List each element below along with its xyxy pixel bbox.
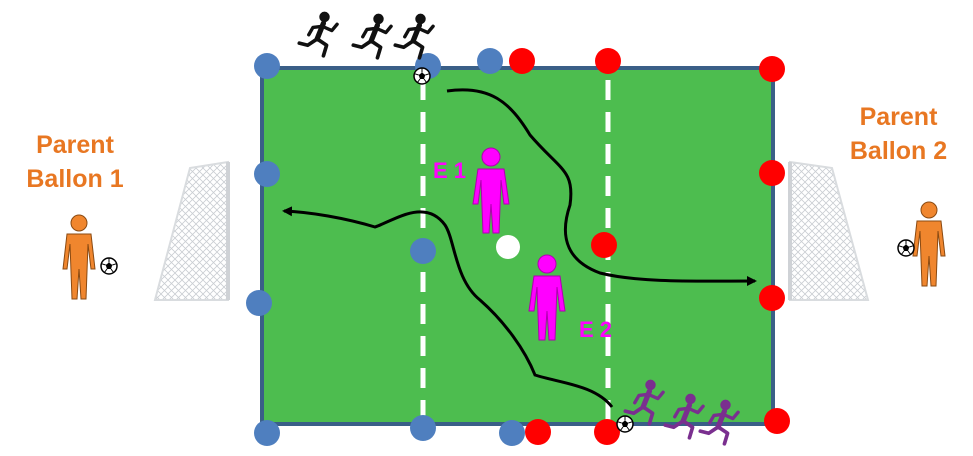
cone-blue bbox=[254, 53, 280, 79]
person-icon-head bbox=[921, 202, 937, 218]
cone-blue bbox=[410, 415, 436, 441]
cone-blue bbox=[410, 238, 436, 264]
soccer-ball-icon bbox=[414, 68, 430, 84]
soccer-ball-icon bbox=[101, 258, 117, 274]
person-icon-head bbox=[538, 255, 556, 273]
coach-e2-label: E 2 bbox=[579, 317, 612, 342]
cone-red bbox=[594, 419, 620, 445]
goal-left-icon bbox=[155, 162, 228, 300]
cone-red bbox=[595, 48, 621, 74]
parent-label-line2: Ballon 1 bbox=[0, 162, 150, 196]
cone-red bbox=[759, 160, 785, 186]
cone-red bbox=[525, 419, 551, 445]
running-person-icon bbox=[395, 14, 433, 58]
cone-blue bbox=[246, 290, 272, 316]
parent-ballon-1-label: Parent Ballon 1 bbox=[0, 128, 150, 196]
cone-blue bbox=[499, 420, 525, 446]
center-spot bbox=[496, 235, 520, 259]
cone-red bbox=[759, 285, 785, 311]
cone-red bbox=[509, 48, 535, 74]
cone-blue bbox=[477, 48, 503, 74]
soccer-ball-icon bbox=[898, 240, 914, 256]
person-icon bbox=[63, 234, 95, 299]
parent-label-line2: Ballon 2 bbox=[824, 134, 973, 168]
soccer-ball-icon bbox=[617, 416, 633, 432]
cone-red bbox=[764, 408, 790, 434]
person-icon-head bbox=[71, 215, 87, 231]
cone-red bbox=[591, 232, 617, 258]
running-person-icon bbox=[299, 12, 337, 56]
person-icon bbox=[913, 221, 945, 286]
cone-blue bbox=[254, 161, 280, 187]
person-icon-head bbox=[482, 148, 500, 166]
parent-label-line1: Parent bbox=[824, 100, 973, 134]
cone-blue bbox=[254, 420, 280, 446]
running-person-icon bbox=[353, 14, 391, 58]
parent-ballon-2-label: Parent Ballon 2 bbox=[824, 100, 973, 168]
parent-label-line1: Parent bbox=[0, 128, 150, 162]
coach-e1-label: E 1 bbox=[433, 158, 466, 183]
parent-right bbox=[898, 202, 945, 286]
goal-right-icon bbox=[790, 162, 868, 300]
runners-top bbox=[299, 12, 433, 58]
cone-red bbox=[759, 56, 785, 82]
parent-left bbox=[63, 215, 117, 299]
